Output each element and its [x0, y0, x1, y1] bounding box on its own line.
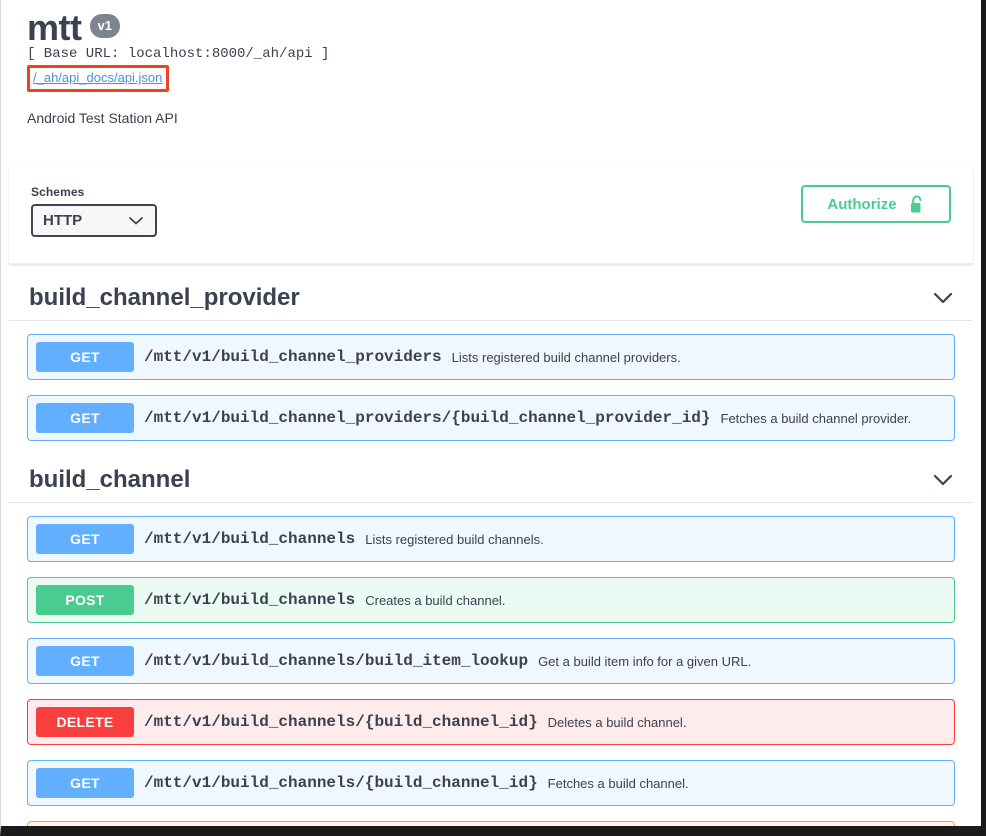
operation-path: /mtt/v1/build_channels [144, 530, 356, 548]
operation-path: /mtt/v1/build_channels/{build_channel_id… [144, 774, 538, 792]
operation-summary: Get a build item info for a given URL. [538, 653, 752, 669]
opblock-row[interactable]: GET /mtt/v1/build_channels Lists registe… [27, 516, 955, 562]
opblock-tag-section: build_channel GET /mtt/v1/build_channels… [9, 456, 973, 836]
http-method-badge: GET [36, 524, 134, 554]
opblock-list: GET /mtt/v1/build_channel_providers List… [9, 334, 973, 441]
operation-summary: Creates a build channel. [365, 592, 506, 608]
operation-summary: Lists registered build channels. [365, 531, 544, 547]
opblock-list: GET /mtt/v1/build_channels Lists registe… [9, 516, 973, 836]
http-method-badge: GET [36, 342, 134, 372]
api-description: Android Test Station API [27, 110, 178, 126]
chevron-down-icon[interactable] [933, 292, 953, 304]
http-method-badge: POST [36, 585, 134, 615]
opblock-row[interactable]: GET /mtt/v1/build_channels/{build_channe… [27, 760, 955, 806]
operation-path: /mtt/v1/build_channels [144, 591, 356, 609]
opblock-row[interactable]: POST /mtt/v1/build_channels Creates a bu… [27, 577, 955, 623]
http-method-badge: PUT [36, 829, 134, 836]
operation-path: /mtt/v1/build_channels/{build_channel_id… [144, 713, 538, 731]
opblock-tag-name: build_channel [29, 466, 191, 493]
opblock-row[interactable]: PUT /mtt/v1/build_channels/{build_channe… [27, 821, 955, 836]
schemes-select[interactable]: HTTP [31, 204, 157, 237]
schemes-selected-value: HTTP [43, 212, 83, 229]
opblock-tag-header[interactable]: build_channel_provider [9, 274, 973, 321]
opblock-tag-name: build_channel_provider [29, 284, 300, 311]
opblock-row[interactable]: GET /mtt/v1/build_channel_providers List… [27, 334, 955, 380]
operation-summary: Fetches a build channel. [547, 775, 689, 791]
opblock-tag-header[interactable]: build_channel [9, 456, 973, 503]
opblock-row[interactable]: GET /mtt/v1/build_channel_providers/{bui… [27, 395, 955, 441]
page-title: mtt [27, 7, 82, 48]
chevron-down-icon[interactable] [933, 474, 953, 486]
operation-summary: Lists registered build channel providers… [451, 349, 681, 365]
operation-summary: Fetches a build channel provider. [720, 410, 912, 426]
opblock-tag-section: build_channel_provider GET /mtt/v1/build… [9, 274, 973, 441]
scheme-container: Schemes HTTP Authorize [9, 168, 973, 264]
schemes-group: Schemes HTTP [31, 185, 157, 237]
operation-path: /mtt/v1/build_channel_providers [144, 348, 442, 366]
http-method-badge: DELETE [36, 707, 134, 737]
spec-link-annotation: /_ah/api_docs/api.json [27, 65, 170, 92]
api-title-row: mtt v1 [27, 8, 981, 48]
base-url-text: [ Base URL: localhost:8000/_ah/api ] [27, 46, 330, 62]
http-method-badge: GET [36, 768, 134, 798]
unlock-icon [909, 195, 925, 214]
annotation-box: /_ah/api_docs/api.json [27, 65, 170, 92]
authorize-label: Authorize [827, 195, 897, 213]
api-version-badge: v1 [89, 14, 120, 38]
chevron-down-icon [129, 216, 143, 225]
opblock-row[interactable]: DELETE /mtt/v1/build_channels/{build_cha… [27, 699, 955, 745]
authorize-button[interactable]: Authorize [801, 185, 951, 223]
opblock-row[interactable]: GET /mtt/v1/build_channels/build_item_lo… [27, 638, 955, 684]
operation-path: /mtt/v1/build_channels/build_item_lookup [144, 652, 529, 670]
operation-path: /mtt/v1/build_channel_providers/{build_c… [144, 409, 711, 427]
api-info-header: mtt v1 [ Base URL: localhost:8000/_ah/ap… [1, 0, 981, 128]
operation-summary: Deletes a build channel. [547, 714, 687, 730]
schemes-label: Schemes [31, 185, 85, 199]
http-method-badge: GET [36, 403, 134, 433]
api-spec-link[interactable]: /_ah/api_docs/api.json [33, 70, 163, 85]
operations-wrapper: build_channel_provider GET /mtt/v1/build… [1, 274, 981, 836]
http-method-badge: GET [36, 646, 134, 676]
